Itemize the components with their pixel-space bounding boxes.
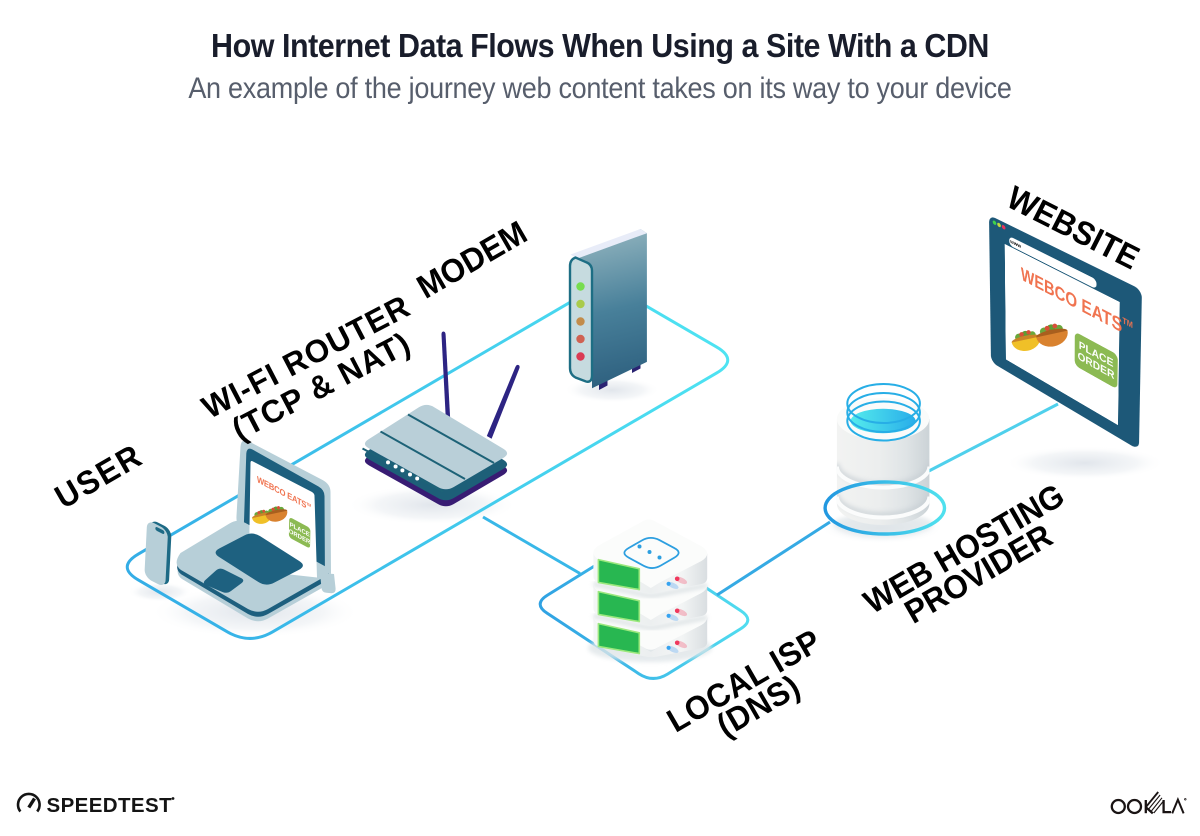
svg-text:SPEEDTEST: SPEEDTEST	[47, 794, 173, 817]
